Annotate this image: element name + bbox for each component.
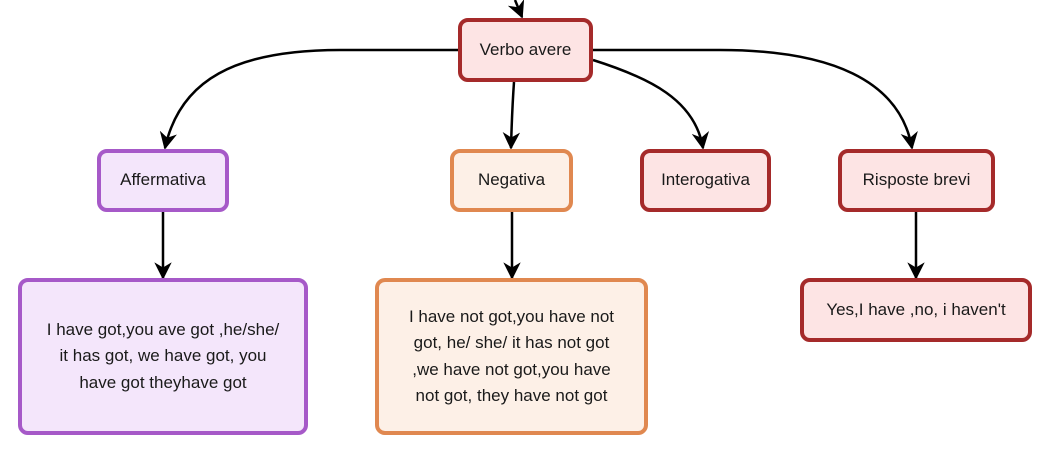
- node-verbo-avere[interactable]: Verbo avere: [458, 18, 593, 82]
- node-negativa-label: Negativa: [477, 170, 546, 190]
- node-interogativa-label: Interogativa: [661, 170, 750, 190]
- node-verbo-avere-label: Verbo avere: [479, 39, 572, 59]
- node-risposte-brevi-detail-text: Yes,I have ,no, i haven't: [826, 299, 1006, 319]
- node-affermativa-detail[interactable]: I have got,you ave got ,he/she/ it has g…: [18, 278, 308, 435]
- node-negativa-detail[interactable]: I have not got,you have not got, he/ she…: [375, 278, 648, 435]
- node-negativa[interactable]: Negativa: [450, 149, 573, 212]
- node-affermativa-detail-text: I have got,you ave got ,he/she/ it has g…: [46, 319, 280, 392]
- arrow-root-to-negativa: [502, 81, 521, 150]
- node-negativa-detail-text: I have not got,you have not got, he/ she…: [408, 306, 615, 405]
- arrow-root-to-affermativa: [159, 48, 458, 150]
- node-risposte-brevi-detail[interactable]: Yes,I have ,no, i haven't: [800, 278, 1032, 342]
- node-affermativa[interactable]: Affermativa: [97, 149, 229, 212]
- node-interogativa[interactable]: Interogativa: [640, 149, 771, 212]
- arrow-root-to-interogativa: [592, 58, 710, 150]
- node-affermativa-label: Affermativa: [120, 170, 206, 190]
- arrow-root-to-risposte-brevi: [593, 48, 918, 150]
- node-risposte-brevi[interactable]: Risposte brevi: [838, 149, 995, 212]
- incoming-arrow: [507, 0, 525, 19]
- node-risposte-brevi-label: Risposte brevi: [862, 170, 971, 190]
